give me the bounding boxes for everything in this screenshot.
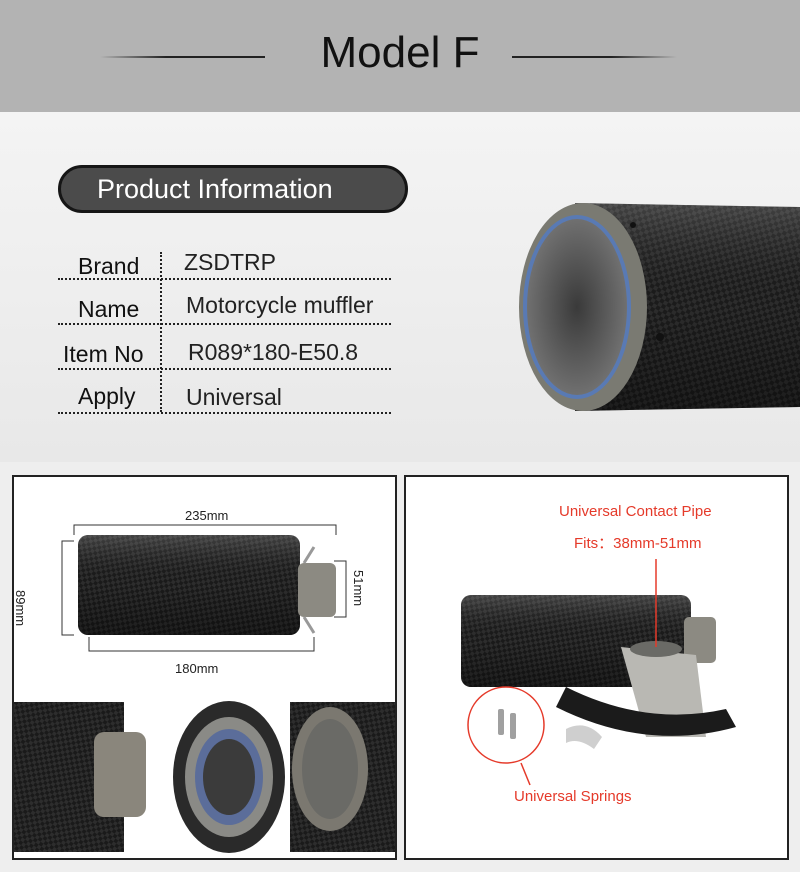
- muffler-hero-image: [519, 203, 800, 411]
- name-label: Name: [78, 296, 140, 322]
- name-value: Motorcycle muffler: [186, 292, 374, 318]
- item-no-value: R089*180-E50.8: [188, 339, 359, 365]
- dimension-diagram: [14, 524, 395, 853]
- diameter-dimension-label: 89mm: [13, 590, 28, 627]
- length-dimension-label: 235mm: [185, 508, 229, 523]
- row-separator: [58, 412, 391, 414]
- springs-label: Universal Springs: [514, 788, 632, 805]
- title-divider-left: [100, 56, 265, 58]
- apply-value: Universal: [186, 384, 282, 410]
- row-separator: [58, 323, 391, 325]
- info-table-divider: [160, 252, 162, 412]
- outlet-dimension-label: 51mm: [351, 570, 366, 607]
- row-separator: [58, 368, 391, 370]
- accessories-image: [461, 559, 736, 786]
- page-title: Model F: [320, 28, 480, 77]
- body-dimension-label: 180mm: [175, 661, 219, 676]
- product-info-heading: Product Information: [58, 165, 408, 213]
- title-divider-right: [512, 56, 677, 58]
- contact-pipe-fits: Fits：38mm-51mm: [574, 535, 702, 552]
- item-no-label: Item No: [63, 341, 144, 367]
- row-separator: [58, 278, 391, 280]
- brand-label: Brand: [78, 253, 140, 279]
- apply-label: Apply: [78, 383, 136, 409]
- contact-pipe-title: Universal Contact Pipe: [559, 503, 712, 520]
- brand-value: ZSDTRP: [184, 249, 276, 275]
